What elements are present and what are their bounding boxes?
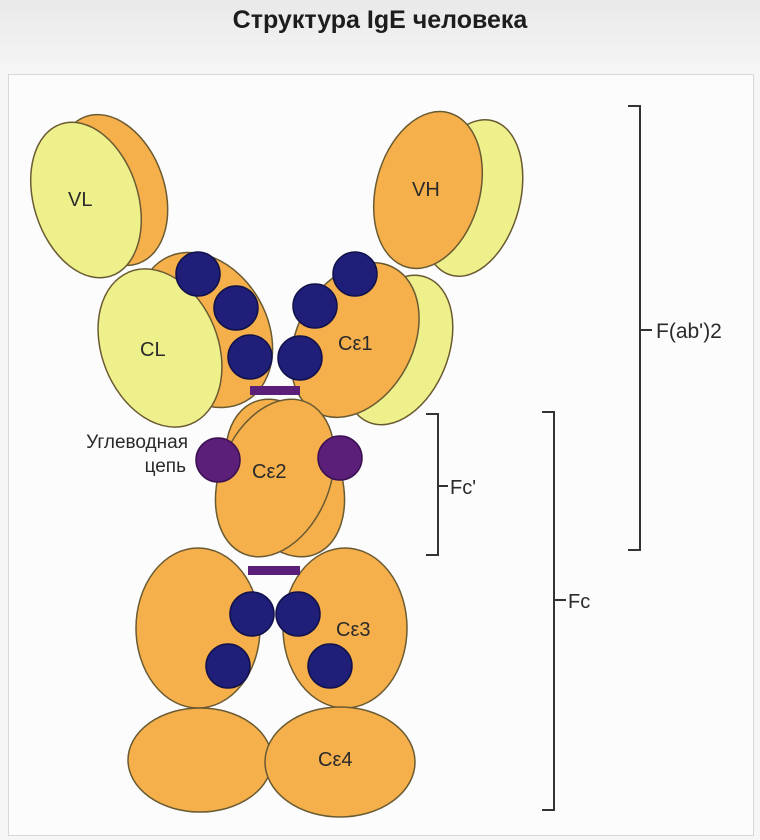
glycan-circle [275, 591, 321, 637]
glycan-circle [292, 283, 338, 329]
label-vh: VH [412, 179, 440, 201]
glycan-circle [213, 285, 259, 331]
label-ce4: Cε4 [318, 749, 352, 771]
label-fc-prime: Fc' [450, 477, 476, 499]
right-fab-arm [290, 110, 524, 426]
glycan-circle [277, 335, 323, 381]
glycan-circle [332, 251, 378, 297]
left-vl-domain [29, 121, 143, 279]
glycan-circle [227, 334, 273, 380]
label-fab2: F(ab')2 [656, 320, 722, 343]
right-vh-domain [372, 110, 484, 270]
carbohydrate-circle-left [195, 437, 241, 483]
label-ce1: Cε1 [338, 333, 372, 355]
label-ce3: Cε3 [336, 619, 370, 641]
left-cl-domain [97, 268, 223, 428]
bracket-fc [542, 411, 566, 811]
bracket-fab2 [628, 105, 652, 551]
disulfide-bond-upper [250, 386, 300, 395]
glycan-circle [205, 643, 251, 689]
label-vl: VL [68, 189, 92, 211]
glycan-circle [175, 251, 221, 297]
label-carbohydrate-chain-line1: Углеводная [86, 432, 188, 453]
right-ce4-domain [264, 706, 416, 818]
left-ce4-domain [127, 707, 273, 813]
label-carbohydrate-chain-line2: цепь [145, 456, 187, 477]
ce2-region [214, 398, 346, 558]
glycan-circles [175, 251, 378, 689]
header-bar [0, 0, 760, 64]
disulfide-bond-lower [248, 566, 300, 575]
carbohydrate-chain-circles [195, 435, 363, 483]
carbohydrate-circle-right [317, 435, 363, 481]
glycan-circle [307, 643, 353, 689]
ce4-region [127, 706, 416, 818]
diagram-title: Структура IgE человека [232, 6, 528, 34]
bracket-fc-prime [426, 413, 448, 556]
left-fab-arm [29, 113, 274, 428]
label-ce2: Cε2 [252, 461, 286, 483]
glycan-circle [229, 591, 275, 637]
label-fc: Fc [568, 591, 590, 613]
label-cl: CL [140, 339, 166, 361]
